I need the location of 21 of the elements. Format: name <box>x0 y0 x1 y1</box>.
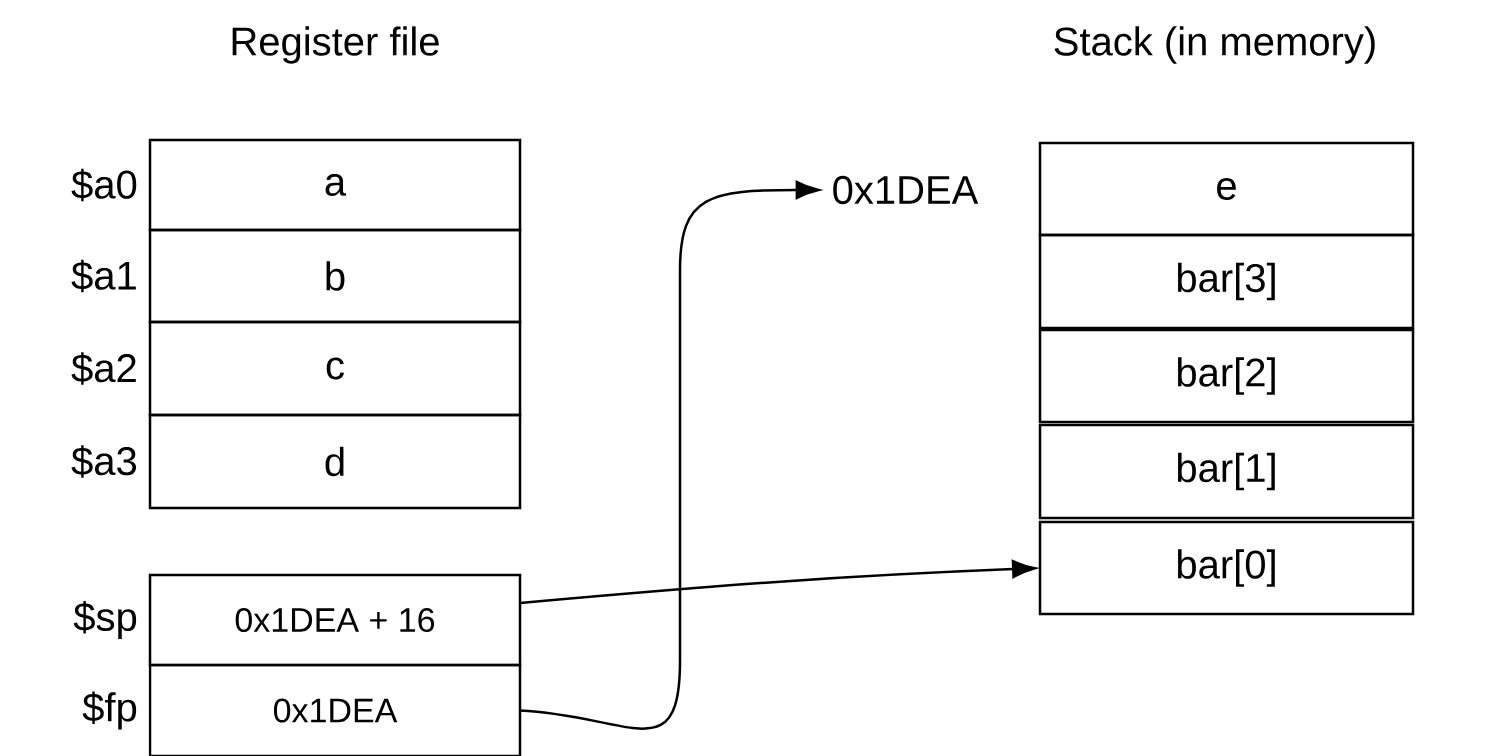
stack-cell: bar[1] <box>1038 423 1415 520</box>
register-cell: 0x1DEA <box>148 663 522 756</box>
register-cell: c <box>148 320 522 417</box>
register-cell: b <box>148 228 522 324</box>
register-name: $a1 <box>71 259 136 293</box>
arrow <box>519 559 1036 605</box>
heading: Register file <box>232 26 439 64</box>
register-name: $fp <box>82 691 137 730</box>
register-cell: a <box>148 138 522 232</box>
stack-cell: bar[3] <box>1038 233 1415 330</box>
stack-cell: bar[2] <box>1038 328 1415 424</box>
register-name: $sp <box>73 601 137 639</box>
register-name: $a2 <box>71 352 136 385</box>
register-cell: d <box>148 413 522 510</box>
address-label: 0x1DEA <box>833 175 979 205</box>
register-name: $a3 <box>71 445 137 478</box>
register-name: $a0 <box>71 168 137 202</box>
heading: Stack (in memory) <box>1054 26 1375 64</box>
stack-cell: e <box>1038 141 1415 237</box>
stack-cell: bar[0] <box>1038 520 1415 616</box>
register-cell: 0x1DEA + 16 <box>148 573 522 667</box>
